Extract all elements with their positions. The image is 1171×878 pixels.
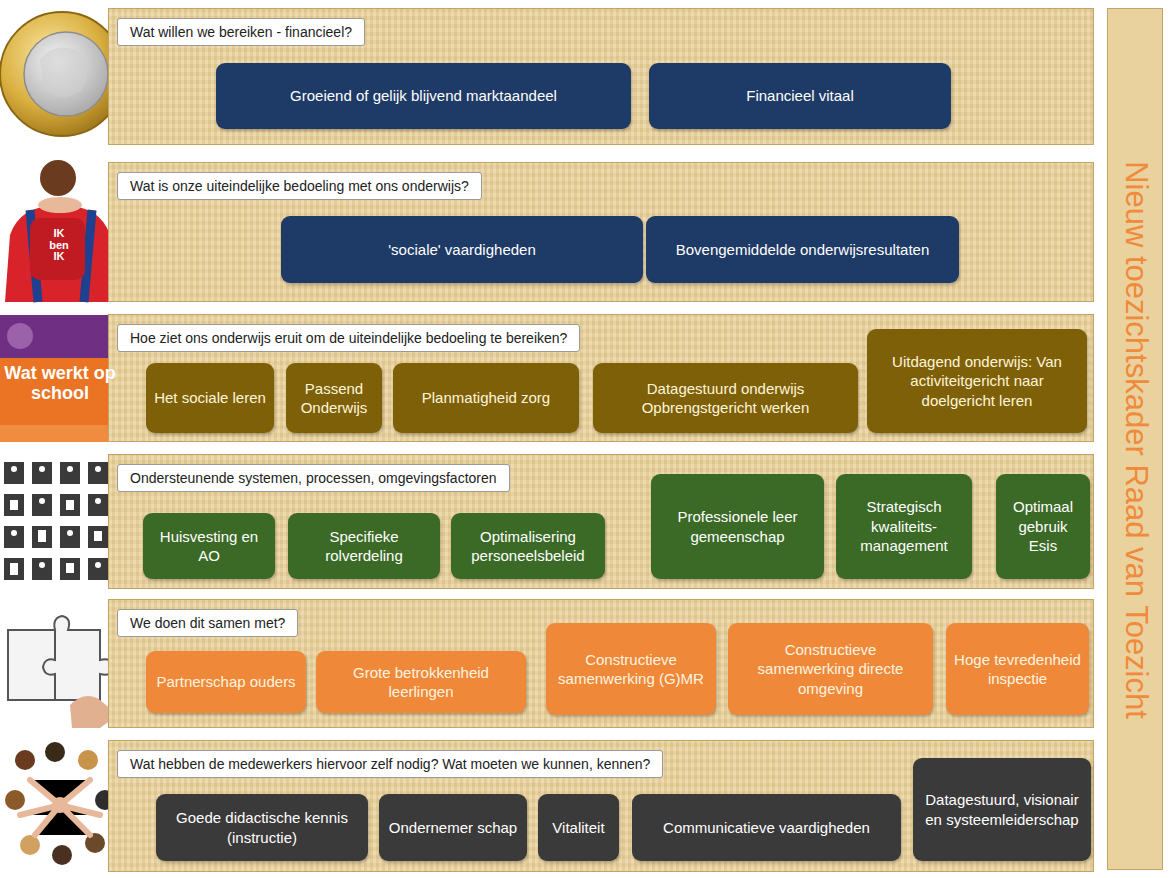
box-text: Optimaal gebruik Esis	[1004, 497, 1082, 556]
content-box: Bovengemiddelde onderwijsresultaten	[646, 216, 959, 283]
content-box: Passend Onderwijs	[286, 363, 382, 433]
box-text: Planmatigheid zorg	[422, 388, 550, 408]
content-box: Planmatigheid zorg	[393, 363, 579, 433]
box-text: Professionele leer gemeenschap	[659, 507, 816, 546]
box-text: Hoge tevredenheid inspectie	[954, 650, 1081, 689]
box-text: Partnerschap ouders	[156, 672, 295, 692]
box-text: Ondernemer schap	[389, 818, 517, 838]
content-box: Financieel vitaal	[649, 63, 951, 129]
content-box: Ondernemer schap	[379, 794, 527, 861]
question-label: Hoe ziet ons onderwijs eruit om de uitei…	[117, 324, 580, 352]
vertical-title: Nieuw toezichtskader Raad van Toezicht	[1118, 161, 1154, 719]
box-text: Specifieke rolverdeling	[296, 527, 432, 566]
content-box: Groeiend of gelijk blijvend marktaandeel	[216, 63, 631, 129]
content-box: Optimalisering personeelsbeleid	[451, 513, 605, 579]
box-text: Datagestuurd, visionair en systeemleider…	[921, 790, 1083, 829]
content-box: Partnerschap ouders	[146, 651, 306, 713]
image-text: IK ben IK	[45, 228, 73, 263]
content-box: Uitdagend onderwijs: Van activiteitgeric…	[867, 329, 1087, 433]
box-text: Constructieve samenwerking (G)MR	[554, 650, 708, 689]
box-text: Grote betrokkenheid leerlingen	[324, 663, 518, 702]
image-text: Wat werkt op school	[4, 364, 116, 404]
question-band: Wat hebben de medewerkers hiervoor zelf …	[108, 740, 1094, 872]
question-label: We doen dit samen met?	[117, 609, 298, 637]
content-box: Professionele leer gemeenschap	[651, 474, 824, 579]
content-box: 'sociale' vaardigheden	[281, 216, 643, 283]
box-text: 'sociale' vaardigheden	[388, 240, 536, 260]
question-band: Wat is onze uiteindelijke bedoeling met …	[108, 162, 1094, 302]
box-text: Groeiend of gelijk blijvend marktaandeel	[290, 86, 557, 106]
box-text: Financieel vitaal	[746, 86, 854, 106]
box-text: Optimalisering personeelsbeleid	[459, 527, 597, 566]
icon-grid	[0, 455, 120, 589]
question-band: Ondersteunende systemen, processen, omge…	[108, 454, 1094, 589]
title-band: Nieuw toezichtskader Raad van Toezicht	[1107, 8, 1163, 870]
content-box: Communicatieve vaardigheden	[632, 794, 901, 861]
box-text: Communicatieve vaardigheden	[663, 818, 870, 838]
box-text: Datagestuurd onderwijs Opbrengstgericht …	[601, 379, 850, 418]
box-text: Constructieve samenwerking directe omgev…	[736, 640, 925, 699]
question-label: Ondersteunende systemen, processen, omge…	[117, 464, 510, 492]
question-label: Wat willen we bereiken - financieel?	[117, 18, 365, 46]
box-text: Goede didactische kennis (instructie)	[164, 808, 360, 847]
box-text: Vitaliteit	[552, 818, 604, 838]
box-text: Bovengemiddelde onderwijsresultaten	[676, 240, 930, 260]
content-box: Hoge tevredenheid inspectie	[946, 623, 1089, 715]
box-text: Passend Onderwijs	[294, 379, 374, 418]
box-text: Huisvesting en AO	[151, 527, 267, 566]
content-box: Huisvesting en AO	[143, 513, 275, 579]
content-box: Datagestuurd onderwijs Opbrengstgericht …	[593, 363, 858, 433]
question-label: Wat is onze uiteindelijke bedoeling met …	[117, 172, 482, 200]
content-box: Optimaal gebruik Esis	[996, 474, 1090, 579]
box-text: Uitdagend onderwijs: Van activiteitgeric…	[875, 352, 1079, 411]
content-box: Het sociale leren	[146, 363, 274, 433]
question-label: Wat hebben de medewerkers hiervoor zelf …	[117, 750, 663, 778]
question-band: We doen dit samen met? Partnerschap ouder…	[108, 599, 1094, 728]
question-band: Wat willen we bereiken - financieel? Groe…	[108, 8, 1094, 145]
content-box: Constructieve samenwerking (G)MR	[546, 623, 716, 715]
content-box: Grote betrokkenheid leerlingen	[316, 651, 526, 713]
content-box: Strategisch kwaliteits- management	[836, 474, 972, 579]
content-box: Datagestuurd, visionair en systeemleider…	[913, 758, 1091, 861]
question-band: Hoe ziet ons onderwijs eruit om de uitei…	[108, 314, 1094, 442]
content-box: Constructieve samenwerking directe omgev…	[728, 623, 933, 715]
content-box: Goede didactische kennis (instructie)	[156, 794, 368, 861]
content-box: Specifieke rolverdeling	[288, 513, 440, 579]
content-box: Vitaliteit	[538, 794, 619, 861]
box-text: Strategisch kwaliteits- management	[844, 497, 964, 556]
box-text: Het sociale leren	[154, 388, 266, 408]
